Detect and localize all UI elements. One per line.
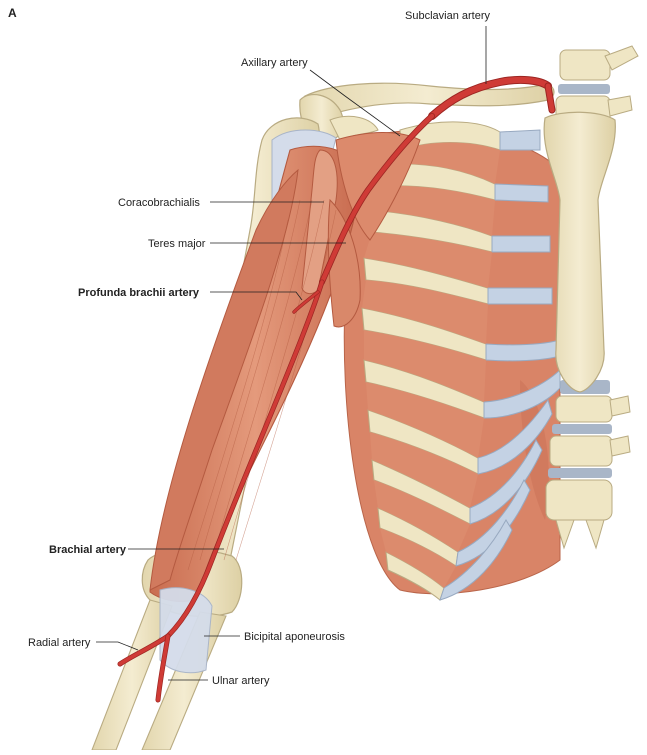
sternum-bone: [543, 111, 616, 393]
panel-letter: A: [8, 6, 17, 20]
teres-major-muscle: [327, 198, 361, 328]
label-subclavian-artery: Subclavian artery: [405, 10, 490, 22]
label-brachial-artery: Brachial artery: [49, 544, 127, 556]
label-bicipital-aponeurosis: Bicipital aponeurosis: [244, 631, 345, 643]
label-teres-major: Teres major: [148, 238, 206, 250]
leader-radial: [96, 641, 139, 651]
vertebral-column: [545, 45, 639, 550]
leader-axillary: [309, 69, 401, 137]
arterial-tree: [117, 75, 556, 703]
leader-lines: [96, 26, 487, 681]
labels: A Subclavian artery Axillary artery Cora…: [8, 6, 490, 687]
triceps-muscle: [149, 168, 299, 591]
intercostal-muscles: [362, 142, 500, 588]
label-ulnar-artery: Ulnar artery: [212, 675, 270, 687]
label-profunda-brachii-artery: Profunda brachii artery: [78, 287, 200, 299]
bicipital-aponeurosis-tissue: [159, 587, 213, 674]
label-coracobrachialis: Coracobrachialis: [118, 197, 200, 209]
rib-cage: [361, 121, 561, 601]
muscle-fibers: [187, 199, 337, 571]
label-axillary-artery: Axillary artery: [241, 57, 308, 69]
leader-profunda: [210, 291, 303, 301]
label-radial-artery: Radial artery: [28, 637, 91, 649]
